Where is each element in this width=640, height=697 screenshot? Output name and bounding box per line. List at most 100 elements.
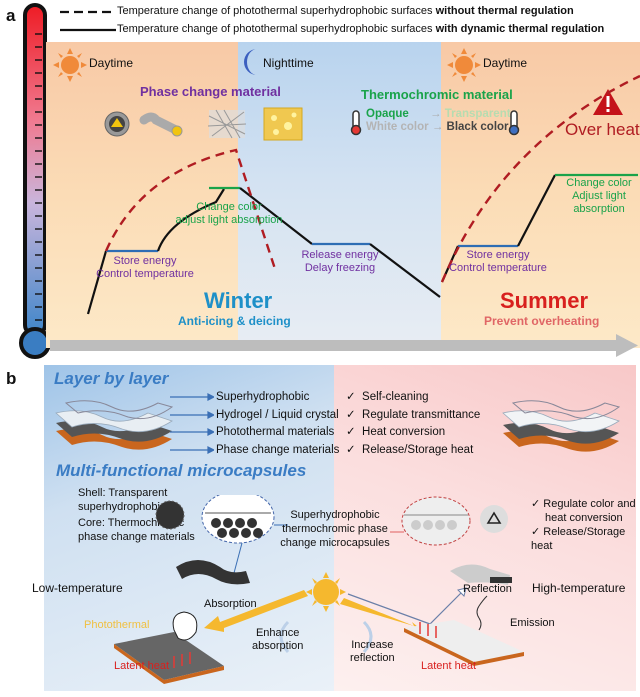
high-temperature-label: High-temperature (532, 581, 626, 595)
check-icon: ✓ (346, 426, 356, 438)
function-label: Regulate transmittance (362, 408, 481, 421)
annotation-line: Store energy (113, 255, 177, 267)
emission-label: Emission (510, 617, 555, 629)
description-line: thermochromic phase (282, 523, 388, 535)
cycle-arrow (362, 620, 373, 653)
shell-core-description: Shell: Transparent superhydrophobic Core… (78, 486, 195, 544)
check-icon: ✓ (346, 408, 356, 421)
right-function-list: ✓ Regulate color and heat conversion ✓ R… (531, 497, 636, 553)
dashed-curve-summer (440, 74, 640, 283)
check-icon: ✓ (346, 443, 356, 456)
reflection-label: Reflection (463, 583, 512, 595)
emission-wave (476, 595, 488, 631)
layer-item: Phase change materials (216, 443, 340, 456)
period-label-daytime-1: Daytime (89, 56, 134, 70)
layer-item: Photothermal materials (216, 426, 335, 438)
function-label: Release/Storage heat (531, 526, 626, 552)
function-label: Regulate color and (543, 498, 636, 510)
microcapsules-title: Multi-functional microcapsules (56, 461, 307, 480)
function-item: ✓ Regulate color and (531, 497, 636, 511)
time-axis-arrow (50, 334, 638, 357)
latent-heat-label-left: Latent heat (114, 660, 170, 672)
check-icon: ✓ (531, 498, 541, 510)
layered-film-icon (55, 400, 174, 450)
absorption-label: Absorption (204, 598, 257, 610)
arrow: → (430, 108, 442, 120)
label-line: reflection (350, 652, 395, 664)
annotation-line: Adjust light (572, 190, 626, 202)
warning-icon (593, 89, 623, 115)
light-interaction-illustration (114, 572, 524, 684)
thermochromic-title: Thermochromic material (361, 87, 513, 102)
layer-list: Superhydrophobic Hydrogel / Liquid cryst… (216, 389, 339, 459)
solid-curve-rise-1 (86, 250, 108, 315)
transparent-label: Transparent (444, 108, 511, 120)
panel-a-diagram: Daytime Nighttime Daytime Phase change m… (46, 42, 640, 348)
light-plate (404, 620, 524, 662)
dashed-curve-winter (104, 148, 278, 273)
layer-item: Superhydrophobic (216, 391, 310, 403)
annotation-line: Change color (566, 177, 632, 189)
solid-curve-rise-2 (156, 188, 225, 252)
annotation-line: adjust light absorption (175, 214, 283, 226)
panel-a-label: a (6, 6, 16, 25)
thermochromic-transition: Opaque → Transparent White color → Black… (366, 108, 511, 134)
annotation-line: absorption (573, 203, 625, 215)
function-label: Self-cleaning (362, 391, 429, 403)
summer-title: Summer (500, 288, 589, 313)
function-label: Heat conversion (362, 426, 446, 438)
temperature-curves (86, 74, 640, 315)
sun-icon (306, 572, 346, 612)
annotation-line: Control temperature (449, 262, 547, 274)
phase-change-material-icons (104, 107, 303, 141)
description-line: change microcapsules (280, 537, 390, 549)
arrow: → (431, 121, 444, 133)
moon-icon (244, 49, 257, 75)
over-heat-label: Over heat (565, 120, 640, 139)
dark-plate (114, 632, 224, 680)
description-line: Shell: Transparent (78, 487, 168, 499)
core-shell-capsule-icon (104, 111, 130, 137)
solid-curve-fall-1 (239, 187, 313, 245)
phase-change-title: Phase change material (140, 84, 281, 99)
legend-emphasis: with dynamic thermal regulation (435, 23, 605, 35)
description-line: superhydrophobic (78, 501, 166, 513)
function-item: ✓ Regulate transmittance (346, 407, 480, 425)
function-list: ✓ Self-cleaning ✓ Regulate transmittance… (346, 389, 480, 459)
light-microcapsule-film-icon (390, 496, 512, 585)
check-icon: ✓ (531, 526, 541, 538)
legend-prefix: Temperature change of photothermal super… (117, 5, 436, 17)
solid-curve-rise-4 (517, 174, 556, 247)
period-label-nighttime: Nighttime (263, 56, 314, 70)
sun-icon (447, 48, 481, 82)
latent-heat-label-right: Latent heat (421, 660, 477, 672)
function-item: ✓ Heat conversion (346, 424, 480, 442)
legend-emphasis: without thermal regulation (435, 5, 574, 17)
annotation-line: Release energy (301, 249, 379, 261)
fiber-network-icon (207, 109, 247, 139)
low-temperature-label: Low-temperature (32, 581, 123, 595)
legend-item-dashed: Temperature change of photothermal super… (117, 5, 574, 17)
black-color-label: Black color (446, 121, 509, 133)
water-droplet-icon (172, 611, 198, 641)
layered-film-light-icon (502, 400, 621, 452)
opaque-label: Opaque (366, 108, 409, 120)
annotation-line: Delay freezing (304, 262, 376, 274)
nighttime-region (238, 42, 441, 348)
panel-b-label: b (6, 369, 17, 388)
description-line: phase change materials (78, 531, 195, 543)
winter-title: Winter (204, 288, 273, 313)
winter-subtitle: Anti-icing & deicing (178, 314, 291, 328)
daytime-region-1 (46, 42, 238, 348)
center-microcapsule-label: Superhydrophobic thermochromic phase cha… (280, 508, 390, 550)
function-item: ✓ Self-cleaning (346, 389, 480, 407)
fiber-icon (139, 112, 183, 137)
solid-curve-fall-2 (369, 243, 441, 298)
hot-thermometer-icon (350, 110, 362, 136)
